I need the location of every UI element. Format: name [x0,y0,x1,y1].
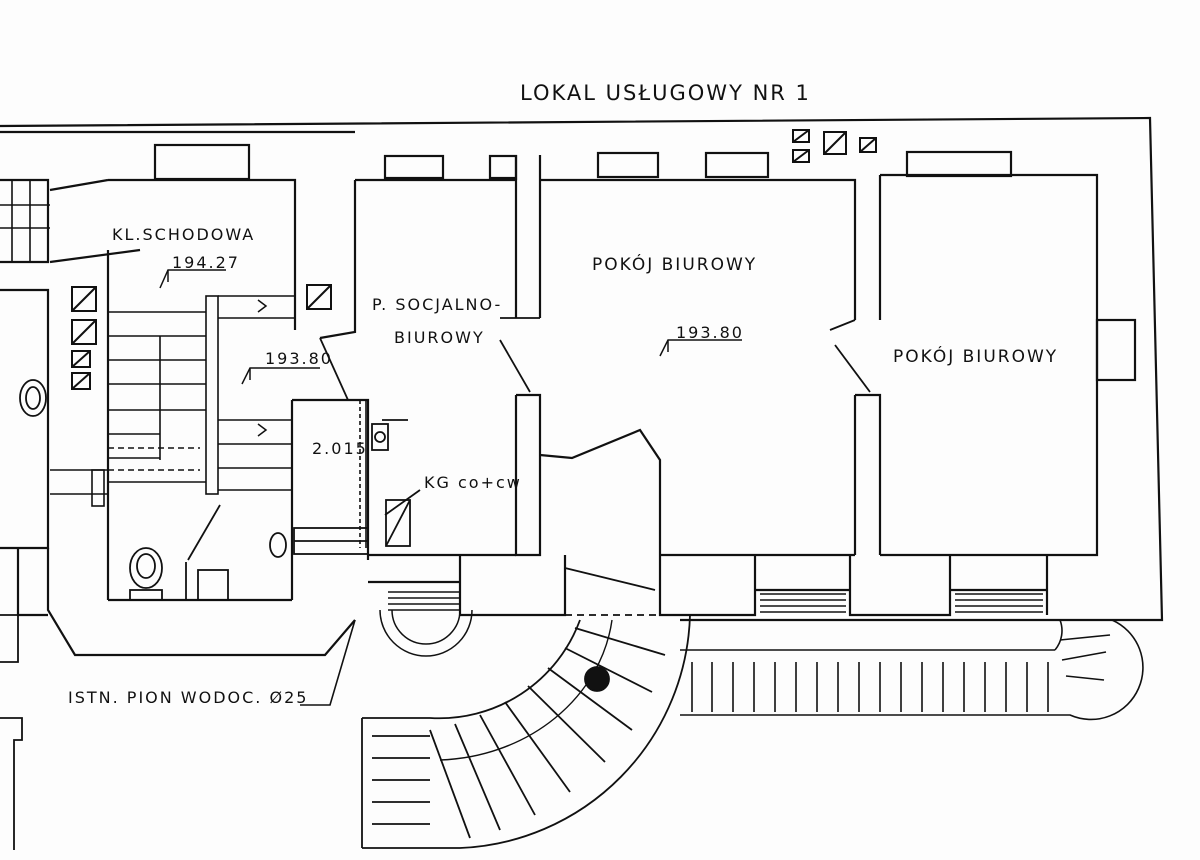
landing-level: 193.80 [265,349,333,368]
curved-exterior-stair [361,614,691,849]
door-swings [187,317,871,591]
main-staircase [0,180,295,507]
water-riser [300,400,367,706]
outer-walls [0,116,1164,622]
level-markers [159,269,742,437]
social-room-label-2: BIUROWY [394,328,485,347]
office-center-level: 193.80 [676,323,744,342]
entrance-steps [379,591,1043,657]
terrace-steps [680,619,1144,721]
room-labels: KL.SCHODOWA 194.27 P. SOCJALNO- BIUROWY … [68,225,1058,707]
stairwell-level: 194.27 [172,253,240,272]
office-right-label: POKÓJ BIUROWY [893,345,1058,367]
sanitary-fixtures [19,379,411,601]
social-room-label-1: P. SOCJALNO- [372,295,502,314]
gas-meter-label: KG co+cw [424,473,522,492]
lower-left-fragment [0,614,23,850]
plan-title: LOKAL USŁUGOWY NR 1 [520,81,811,105]
ventilation-ducts [71,129,877,390]
office-center-label: POKÓJ BIUROWY [592,253,757,275]
small-room-number: 2.015 [312,439,368,458]
water-riser-note: ISTN. PION WODOC. Ø25 [68,688,308,707]
stairwell-label: KL.SCHODOWA [112,225,255,244]
